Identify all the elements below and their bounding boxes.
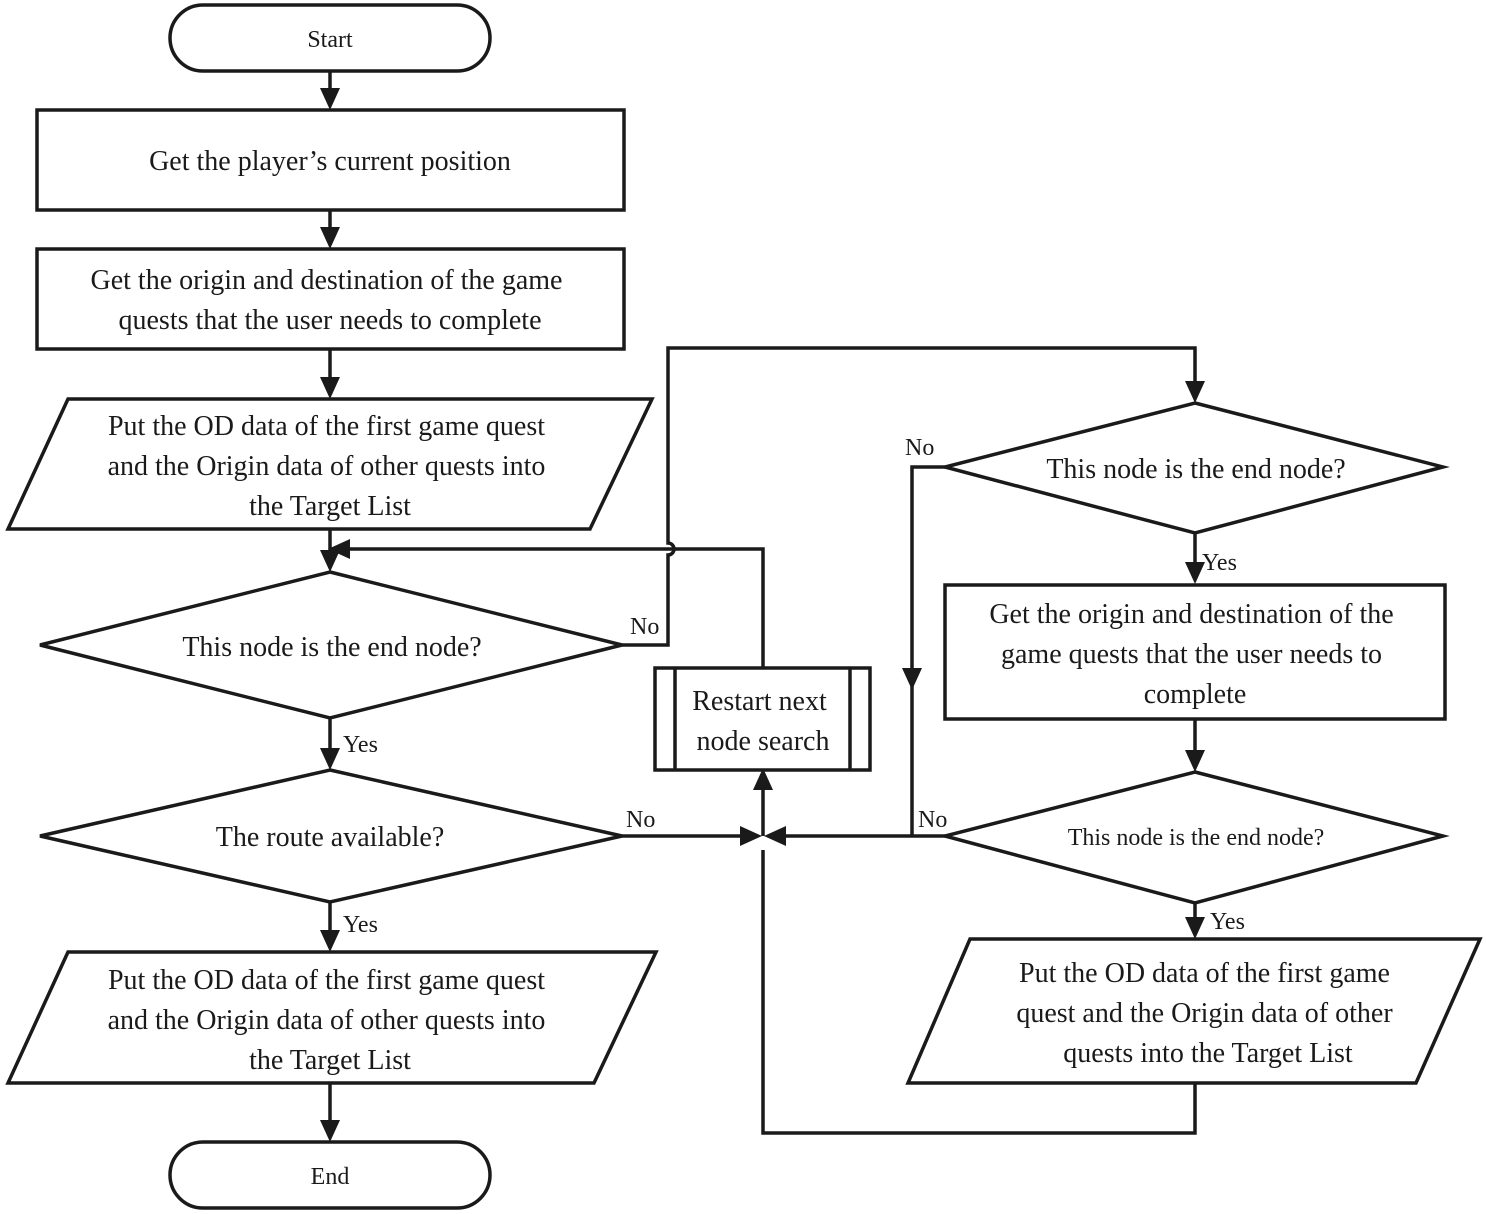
edge-label-yes: Yes bbox=[1210, 909, 1245, 935]
edge-restart-loop bbox=[336, 547, 765, 667]
io-label: Put the OD data of the first game quest … bbox=[1016, 958, 1399, 1069]
label-line: complete bbox=[1144, 679, 1247, 710]
start-label: Start bbox=[307, 27, 353, 53]
edge-label-yes: Yes bbox=[1202, 550, 1237, 576]
start-terminal: Start bbox=[168, 3, 492, 73]
process-get-od-1: Get the origin and destination of the ga… bbox=[35, 247, 626, 351]
subprocess-label: Restart next node search bbox=[692, 686, 834, 757]
edge-label-no: No bbox=[905, 435, 934, 461]
arrowhead bbox=[320, 930, 340, 952]
label-line: Get the origin and destination of the bbox=[989, 599, 1393, 630]
start-shape bbox=[168, 3, 492, 73]
label-line: the Target List bbox=[249, 1045, 411, 1076]
decision-end-check-1: This node is the end node? bbox=[39, 570, 623, 720]
io-put-target-1: Put the OD data of the first game quest … bbox=[5, 397, 655, 531]
process-label: Get the origin and destination of the ga… bbox=[989, 599, 1400, 710]
edge-label-no: No bbox=[626, 807, 655, 833]
arrowhead bbox=[320, 377, 340, 399]
label-line: Get the origin and destination of the ga… bbox=[91, 265, 563, 296]
process-label: Get the player’s current position bbox=[149, 146, 511, 177]
arrowheads bbox=[320, 88, 1205, 1142]
decision-label: The route available? bbox=[216, 822, 445, 853]
process-box bbox=[35, 108, 626, 212]
decision-label: This node is the end node? bbox=[1068, 825, 1325, 851]
end-label: End bbox=[311, 1164, 350, 1190]
label-line: Put the OD data of the first game quest bbox=[108, 411, 545, 442]
label-line: Restart next bbox=[692, 686, 827, 717]
process-box bbox=[35, 247, 626, 351]
process-box bbox=[943, 583, 1447, 721]
subprocess-restart-search: Restart next node search bbox=[653, 666, 872, 772]
label-line: and the Origin data of other quests into bbox=[108, 451, 546, 482]
io-label: Put the OD data of the first game quest … bbox=[108, 411, 553, 522]
decision-label: This node is the end node? bbox=[182, 632, 481, 663]
io-put-target-3: Put the OD data of the first game quest … bbox=[905, 937, 1483, 1085]
arrowhead bbox=[902, 668, 922, 690]
edge-label-no: No bbox=[918, 807, 947, 833]
edge-target3-return bbox=[761, 850, 1197, 1135]
label-line: quests into the Target List bbox=[1063, 1038, 1353, 1069]
arrowhead bbox=[1185, 917, 1205, 939]
subprocess-box bbox=[653, 666, 872, 772]
edge-label-yes: Yes bbox=[343, 912, 378, 938]
arrowhead bbox=[328, 539, 350, 559]
label-line: game quests that the user needs to bbox=[1001, 639, 1382, 670]
decision-end-check-2: This node is the end node? bbox=[938, 401, 1450, 535]
process-label: Get the origin and destination of the ga… bbox=[91, 265, 570, 336]
arrowhead bbox=[320, 1120, 340, 1142]
arrowhead bbox=[1185, 562, 1205, 584]
arrowhead bbox=[764, 826, 786, 846]
label-line: the Target List bbox=[249, 491, 411, 522]
arrowhead bbox=[1185, 381, 1205, 403]
arrowhead bbox=[320, 227, 340, 249]
decision-route-available: The route available? bbox=[39, 768, 623, 904]
arrowhead bbox=[753, 768, 773, 790]
connectors bbox=[328, 72, 1197, 1135]
edge-label-no: No bbox=[630, 614, 659, 640]
end-terminal: End bbox=[168, 1140, 492, 1210]
io-parallelogram bbox=[5, 397, 655, 531]
label-line: node search bbox=[697, 726, 830, 757]
arrowhead bbox=[1185, 750, 1205, 772]
end-shape bbox=[168, 1140, 492, 1210]
arrowhead bbox=[320, 88, 340, 110]
arrowhead bbox=[740, 826, 762, 846]
process-get-od-2: Get the origin and destination of the ga… bbox=[943, 583, 1447, 721]
io-parallelogram bbox=[5, 950, 659, 1085]
decision-diamond bbox=[938, 401, 1450, 535]
arrowhead bbox=[320, 748, 340, 770]
edge-labels: No Yes No Yes No Yes No Yes bbox=[343, 435, 1245, 938]
io-put-target-2: Put the OD data of the first game quest … bbox=[5, 950, 659, 1085]
decision-diamond bbox=[39, 768, 623, 904]
arrowhead bbox=[320, 550, 340, 572]
edge-check2-no bbox=[910, 465, 945, 836]
process-get-position: Get the player’s current position bbox=[35, 108, 626, 212]
label-line: quests that the user needs to complete bbox=[119, 305, 542, 336]
io-parallelogram bbox=[905, 937, 1483, 1085]
edge-label-yes: Yes bbox=[343, 732, 378, 758]
decision-end-check-3: This node is the end node? bbox=[938, 770, 1450, 905]
decision-diamond bbox=[39, 570, 623, 720]
decision-diamond bbox=[938, 770, 1450, 905]
io-label: Put the OD data of the first game quest … bbox=[108, 965, 553, 1076]
decision-label: This node is the end node? bbox=[1046, 454, 1345, 485]
label-line: quest and the Origin data of other bbox=[1016, 998, 1393, 1029]
label-line: Put the OD data of the first game bbox=[1019, 958, 1390, 989]
label-line: and the Origin data of other quests into bbox=[108, 1005, 546, 1036]
label-line: Put the OD data of the first game quest bbox=[108, 965, 545, 996]
